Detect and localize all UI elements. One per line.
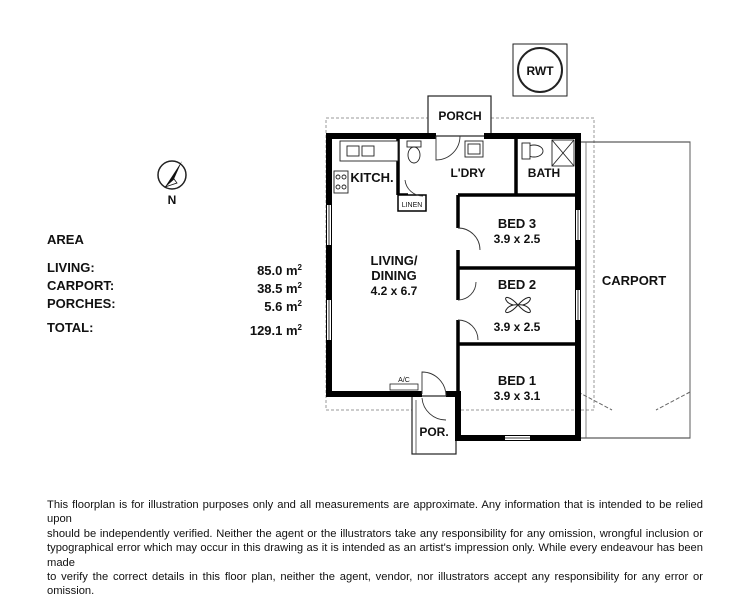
living-label-line2: DINING bbox=[371, 268, 417, 283]
area-label: LIVING: bbox=[47, 260, 95, 275]
porch-top-outline bbox=[427, 95, 492, 137]
bath-label: BATH bbox=[528, 166, 560, 180]
area-value: 5.6 m2 bbox=[264, 299, 302, 314]
area-label: CARPORT: bbox=[47, 278, 115, 293]
ac-label: A/C bbox=[398, 377, 410, 384]
living-label-line1: LIVING/ bbox=[371, 253, 418, 268]
area-label: TOTAL: bbox=[47, 320, 94, 335]
area-title: AREA bbox=[47, 232, 84, 247]
area-schedule: AREA LIVING: 85.0 m2 CARPORT: 38.5 m2 PO… bbox=[47, 232, 302, 338]
area-row-porches: PORCHES: 5.6 m2 bbox=[47, 295, 302, 314]
toilet-icon bbox=[406, 140, 422, 164]
compass-north-letter: N bbox=[168, 193, 177, 207]
rwt-label: RWT bbox=[526, 64, 554, 78]
porch-bottom-label: POR. bbox=[419, 425, 448, 439]
disclaimer: This floorplan is for illustration purpo… bbox=[47, 498, 703, 599]
doors bbox=[404, 135, 481, 421]
carport-label: CARPORT bbox=[602, 273, 666, 288]
bath-fixtures bbox=[521, 139, 575, 167]
bed3-dimensions: 3.9 x 2.5 bbox=[494, 232, 541, 246]
kitchen-label: KITCH. bbox=[350, 170, 393, 185]
living-dimensions: 4.2 x 6.7 bbox=[371, 284, 418, 298]
area-value: 38.5 m2 bbox=[257, 281, 302, 296]
bed2-label: BED 2 bbox=[498, 277, 536, 292]
linen-cupboard bbox=[397, 194, 427, 212]
laundry-label: L'DRY bbox=[450, 166, 485, 180]
window-lines bbox=[328, 205, 579, 439]
interior-walls bbox=[396, 136, 578, 438]
laundry-trough-icon bbox=[464, 140, 484, 158]
bed2-dimensions: 3.9 x 2.5 bbox=[494, 320, 541, 334]
area-row-carport: CARPORT: 38.5 m2 bbox=[47, 277, 302, 296]
area-label: PORCHES: bbox=[47, 296, 116, 311]
bed3-label: BED 3 bbox=[498, 216, 536, 231]
area-row-living: LIVING: 85.0 m2 bbox=[47, 259, 302, 278]
area-row-total: TOTAL: 129.1 m2 bbox=[47, 319, 302, 338]
area-value: 85.0 m2 bbox=[257, 263, 302, 278]
rainwater-tank: RWT bbox=[512, 43, 568, 97]
ceiling-fan-icon bbox=[505, 296, 531, 314]
ac-unit bbox=[389, 383, 419, 391]
linen-label: LINEN bbox=[402, 202, 423, 209]
porch-top-label: PORCH bbox=[438, 109, 481, 123]
bed1-label: BED 1 bbox=[498, 373, 536, 388]
disclaimer-line: should be independently verified. Neithe… bbox=[47, 527, 703, 540]
north-compass-icon bbox=[157, 160, 187, 190]
area-value: 129.1 m2 bbox=[249, 323, 302, 338]
bed1-dimensions: 3.9 x 3.1 bbox=[494, 389, 541, 403]
kitchen-fixtures bbox=[333, 140, 399, 194]
disclaimer-line: to verify the correct details in this fl… bbox=[47, 571, 703, 598]
floor-plan: RWT N bbox=[157, 43, 691, 455]
disclaimer-line: typographical error which may occur in t… bbox=[47, 542, 703, 569]
disclaimer-line: This floorplan is for illustration purpo… bbox=[47, 499, 703, 526]
